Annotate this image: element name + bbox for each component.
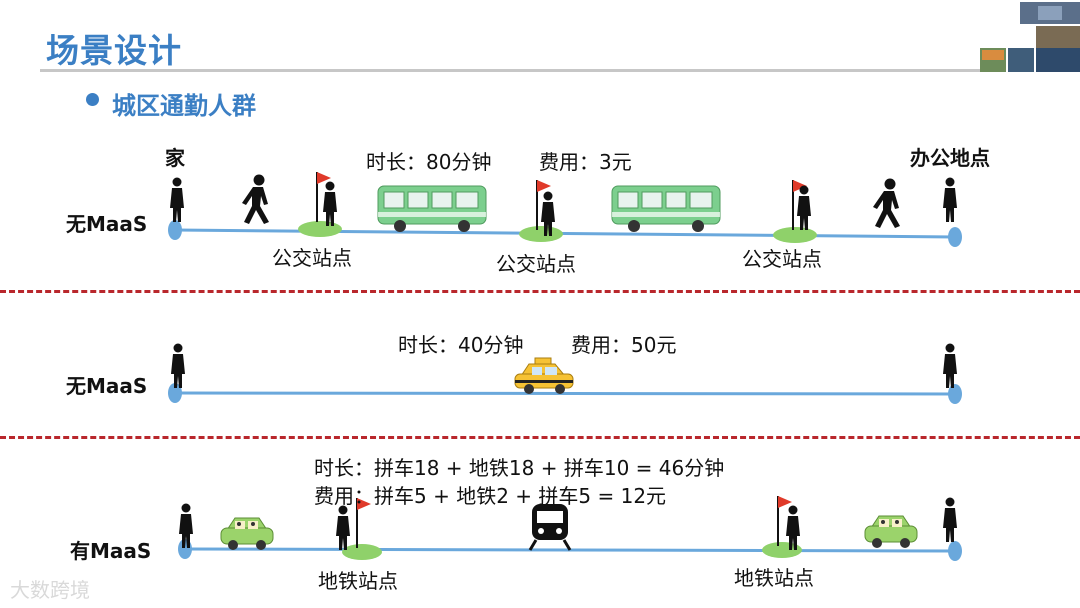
station-label: 公交站点: [742, 243, 822, 272]
person-icon: [943, 178, 957, 223]
person-icon: [336, 506, 350, 551]
bus-icon: [612, 186, 720, 232]
route-line: [175, 230, 955, 237]
station-marker: [773, 227, 817, 243]
cost-formula: 费用：拼车5 + 地铁2 + 拼车5 = 12元: [314, 480, 666, 509]
mode-label: 有MaaS: [70, 535, 151, 564]
station-marker: [298, 221, 342, 237]
car-icon: [865, 516, 917, 548]
walking-person-icon: [242, 175, 269, 225]
person-icon: [171, 344, 185, 389]
station-label: 地铁站点: [734, 562, 814, 591]
station-marker: [519, 226, 563, 242]
station-marker: [342, 544, 382, 560]
mode-label: 无MaaS: [66, 208, 147, 237]
mode-label: 无MaaS: [66, 370, 147, 399]
cost-label: 费用：3元: [539, 146, 632, 175]
person-icon: [943, 498, 957, 543]
duration-formula: 时长：拼车18 + 地铁18 + 拼车10 = 46分钟: [314, 452, 724, 481]
start-label: 家: [165, 142, 185, 171]
watermark: 大数跨境: [10, 574, 90, 603]
metro-train-icon: [530, 504, 570, 550]
person-icon: [323, 182, 337, 227]
route-line: [175, 393, 955, 394]
car-icon: [221, 518, 273, 550]
station-label: 公交站点: [272, 242, 352, 271]
route-start-node: [168, 220, 182, 240]
taxi-icon: [515, 358, 573, 394]
walking-person-icon: [873, 179, 900, 229]
duration-label: 时长：80分钟: [366, 146, 491, 175]
person-icon: [797, 186, 811, 231]
route-end-node: [948, 227, 962, 247]
end-label: 办公地点: [910, 142, 990, 171]
station-label: 公交站点: [496, 248, 576, 277]
duration-label: 时长：40分钟: [398, 329, 523, 358]
station-label: 地铁站点: [318, 565, 398, 594]
bus-icon: [378, 186, 486, 232]
person-icon: [170, 178, 184, 223]
route-end-node: [948, 541, 962, 561]
cost-label: 费用：50元: [571, 329, 676, 358]
person-icon: [943, 344, 957, 389]
route-end-node: [948, 384, 962, 404]
